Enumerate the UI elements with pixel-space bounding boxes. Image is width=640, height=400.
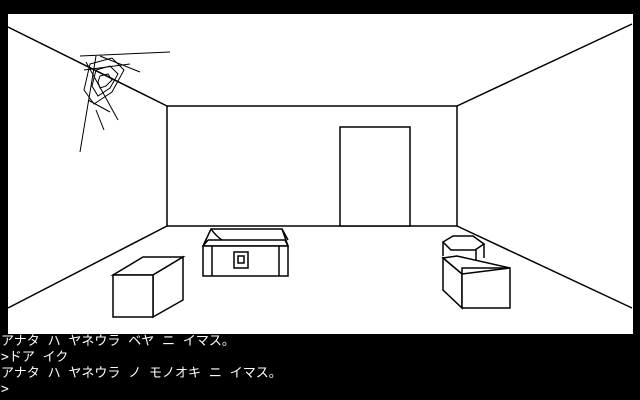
treasure-chest[interactable] xyxy=(201,228,290,277)
command-prompt[interactable]: > xyxy=(0,382,640,398)
ceiling-edge-left xyxy=(7,26,168,107)
door[interactable] xyxy=(339,126,411,227)
cobweb[interactable] xyxy=(79,51,171,153)
prompt-symbol: > xyxy=(1,382,9,397)
console-line-2: >ドア イク xyxy=(1,350,69,365)
ceiling-edge-right xyxy=(456,23,633,107)
box-left[interactable] xyxy=(110,255,186,319)
back-wall xyxy=(166,105,458,227)
console-line-3: アナタ ハ ヤネウラ ノ モノオキ ニ イマス。 xyxy=(1,366,282,381)
room-walls xyxy=(7,23,633,309)
floor-edge-left xyxy=(7,225,168,309)
box-right-lower[interactable] xyxy=(441,255,511,310)
box-right-upper[interactable] xyxy=(441,235,486,262)
room-scene xyxy=(7,14,633,334)
scene-background xyxy=(8,14,633,334)
console-line-1: アナタ ハ ヤネウラ ベヤ ニ イマス。 xyxy=(1,334,235,349)
floor-edge-right xyxy=(456,225,633,309)
text-console: アナタ ハ ヤネウラ ベヤ ニ イマス。 >ドア イク アナタ ハ ヤネウラ ノ… xyxy=(0,334,640,400)
